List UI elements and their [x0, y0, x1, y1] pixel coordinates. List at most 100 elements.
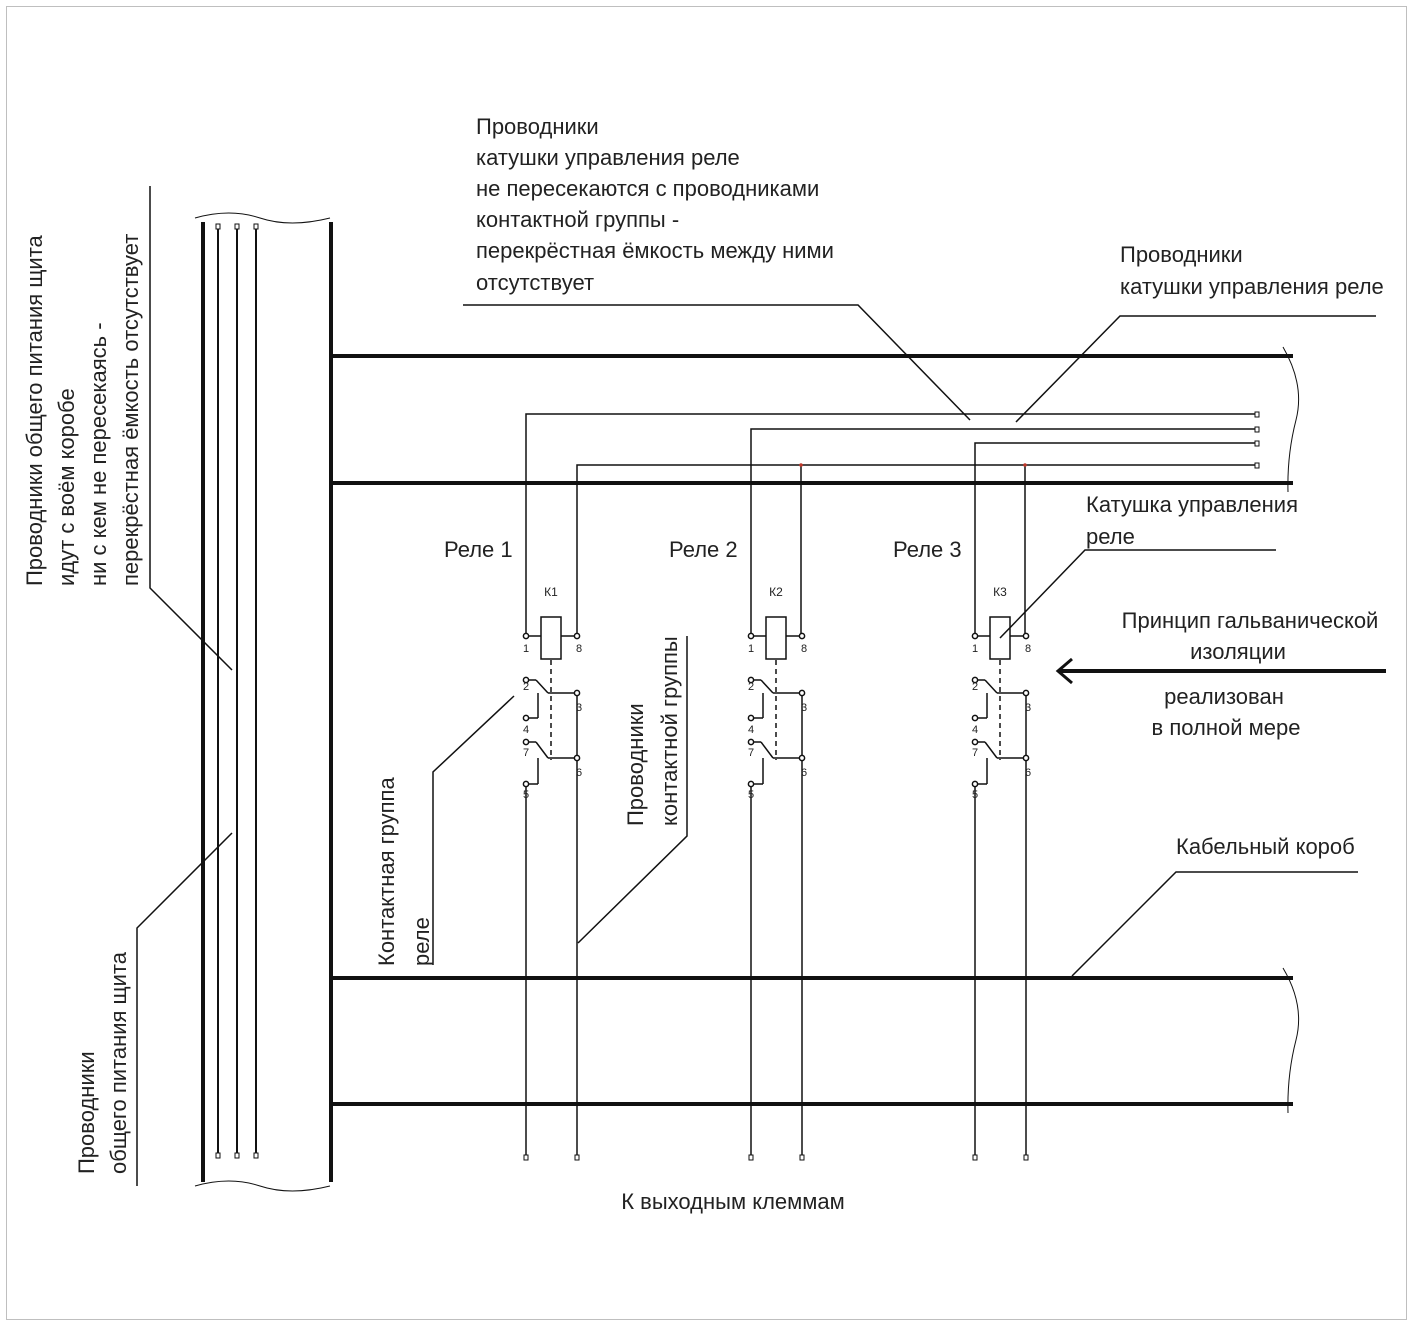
- relay-1-pin-label-1: 1: [523, 643, 529, 655]
- relay-1-terminal-right: [574, 1154, 580, 1161]
- relay-3-pin-label-4: 4: [972, 724, 978, 736]
- relay-2-pin-2: [747, 676, 755, 684]
- relay-2-pin-5: [747, 780, 755, 788]
- relay-2-pin-7: [747, 738, 755, 746]
- contact-group-line-1: Контактная группа: [374, 777, 399, 966]
- relay-3-pin-label-3: 3: [1025, 702, 1031, 714]
- relay-2-pin-8: [798, 632, 806, 640]
- relay-1-pin-label-4: 4: [523, 724, 529, 736]
- relay-2-pin-label-2: 2: [748, 681, 754, 693]
- relay-3-pin-2: [971, 676, 979, 684]
- relay-2-pin-label-3: 3: [801, 702, 807, 714]
- coil-wires: [525, 411, 1260, 636]
- relay-2-pin-1: [747, 632, 755, 640]
- left-duct: [194, 212, 333, 1192]
- galvanic-label-2: изоляции: [1190, 639, 1286, 664]
- relay-symbols: Реле 1 К1 1 8 2 3 4 7 6 5 Реле 2 К2 1 8 2 3 4 7 6 5 Реле 3 К3…: [444, 537, 1031, 1161]
- lower-duct: [331, 967, 1300, 1114]
- coil-wires-label-1: Проводники: [1120, 242, 1243, 267]
- relay-1-pin-label-6: 6: [576, 767, 582, 779]
- relay-2-title: Реле 2: [669, 537, 738, 562]
- leader-lines: [136, 186, 1376, 1186]
- relay-1-pin-1: [522, 632, 530, 640]
- relay-3-pin-6: [1022, 754, 1030, 762]
- relay-2-pin-label-5: 5: [748, 789, 754, 801]
- relay-3-pin-label-1: 1: [972, 643, 978, 655]
- relay-1-pin-2: [522, 676, 530, 684]
- relay-2-pin-label-4: 4: [748, 724, 754, 736]
- coil-wires-label-2: катушки управления реле: [1120, 274, 1384, 299]
- galvanic-label-4: в полной мере: [1152, 715, 1301, 740]
- top-note-line-1: Проводники: [476, 114, 599, 139]
- relay-2-pin-label-6: 6: [801, 767, 807, 779]
- relay-1-coil: [540, 616, 562, 660]
- contact-group-line-2: реле: [409, 917, 434, 966]
- relay-3-contact-a-arm: [984, 679, 998, 694]
- relay-1-pin-4: [522, 714, 530, 722]
- relay-1-code: К1: [544, 585, 558, 599]
- relay-1-pin-3: [573, 689, 581, 697]
- relay-1-contact-c-arm: [535, 741, 549, 759]
- relay-2-contact-a-arm: [760, 679, 774, 694]
- left-note-2-line-1: Проводники: [74, 1051, 99, 1174]
- relay-1-contact-a-arm: [535, 679, 549, 694]
- output-label: К выходным клеммам: [621, 1189, 845, 1214]
- coil-label-1: Катушка управления: [1086, 492, 1298, 517]
- relay-3-pin-label-6: 6: [1025, 767, 1031, 779]
- relay-2-terminal-left: [748, 1154, 754, 1161]
- coil-label-2: реле: [1086, 524, 1135, 549]
- relay-1: Реле 1 К1 1 8 2 3 4 7 6 5: [444, 537, 582, 1161]
- relay-3-pin-label-7: 7: [972, 747, 978, 759]
- relay-3-pin-7: [971, 738, 979, 746]
- left-note-2-line-2: общего питания щита: [106, 951, 131, 1174]
- relay-3-pin-label-8: 8: [1025, 643, 1031, 655]
- galvanic-label-1: Принцип гальванической: [1122, 608, 1379, 633]
- top-note-line-3: не пересекаются с проводниками: [476, 176, 819, 201]
- top-note-line-2: катушки управления реле: [476, 145, 740, 170]
- contact-wires-line-2: контактной группы: [657, 636, 682, 826]
- relay-3-pin-8: [1022, 632, 1030, 640]
- galvanic-arrow: [1055, 657, 1386, 685]
- left-note-line-2: идут с воём коробе: [54, 388, 79, 586]
- cable-duct-label: Кабельный короб: [1176, 834, 1355, 859]
- relay-3-pin-3: [1022, 689, 1030, 697]
- relay-2-pin-label-8: 8: [801, 643, 807, 655]
- relay-1-pin-5: [522, 780, 530, 788]
- relay-2-pin-4: [747, 714, 755, 722]
- left-note-line-3: ни с кем не пересекаясь -: [86, 322, 111, 586]
- relay-3-pin-label-5: 5: [972, 789, 978, 801]
- relay-1-terminal-left: [523, 1154, 529, 1161]
- relay-3-pin-label-2: 2: [972, 681, 978, 693]
- relay-1-pin-8: [573, 632, 581, 640]
- relay-3-terminal-right: [1023, 1154, 1029, 1161]
- relay-2-coil: [765, 616, 787, 660]
- relay-3-pin-4: [971, 714, 979, 722]
- left-note-line-4: перекрёстная ёмкость отсутствует: [118, 234, 143, 586]
- relay-1-title: Реле 1: [444, 537, 513, 562]
- labels: Проводники катушки управления реле не пе…: [22, 114, 1384, 1214]
- top-note-line-6: отсутствует: [476, 270, 594, 295]
- relay-1-pin-label-3: 3: [576, 702, 582, 714]
- relay-1-pin-label-7: 7: [523, 747, 529, 759]
- frame-border: [6, 6, 1407, 1320]
- relay-1-pin-label-5: 5: [523, 789, 529, 801]
- relay-3: Реле 3 К3 1 8 2 3 4 7 6 5: [893, 537, 1031, 1161]
- relay-3-code: К3: [993, 585, 1007, 599]
- relay-1-pin-7: [522, 738, 530, 746]
- contact-wires-line-1: Проводники: [623, 703, 648, 826]
- relay-3-title: Реле 3: [893, 537, 962, 562]
- relay-2-contact-c-arm: [760, 741, 774, 759]
- upper-duct: [331, 346, 1300, 493]
- relay-1-pin-label-8: 8: [576, 643, 582, 655]
- relay-3-pin-5: [971, 780, 979, 788]
- relay-1-pin-label-2: 2: [523, 681, 529, 693]
- relay-1-pin-6: [573, 754, 581, 762]
- relay-3-terminal-left: [972, 1154, 978, 1161]
- relay-2-pin-label-7: 7: [748, 747, 754, 759]
- relay-2-pin-3: [798, 689, 806, 697]
- relay-3-contact-c-arm: [984, 741, 998, 759]
- relay-2-code: К2: [769, 585, 783, 599]
